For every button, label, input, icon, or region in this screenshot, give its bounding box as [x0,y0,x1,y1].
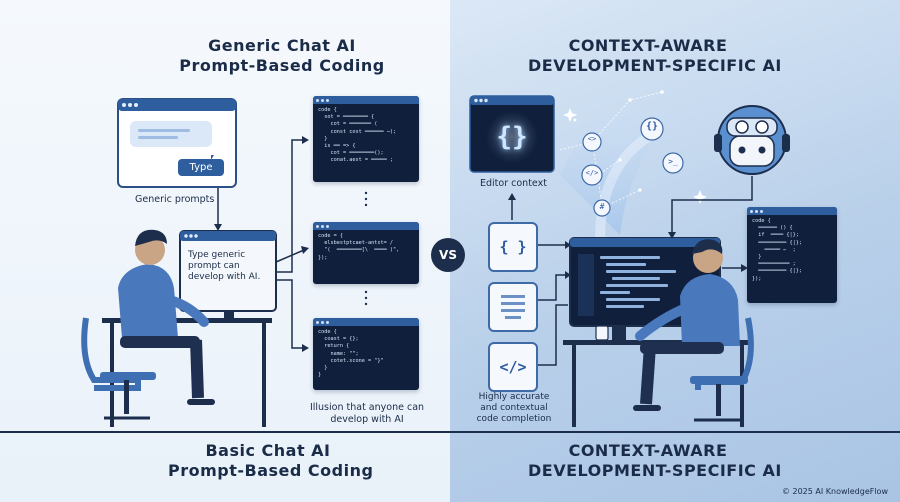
code-snippet-3: code { coast = {}; return { name: ""; co… [313,318,419,390]
monitor-prompt-text: Type generic prompt can develop with AI. [188,250,261,282]
window-bar [313,96,419,104]
window-bar [747,207,837,215]
closing-tag-glyph-icon: </> [585,169,599,177]
code-braces-icon: {} [496,122,528,152]
right-bottom-title: CONTEXT-AWARE DEVELOPMENT-SPECIFIC AI [528,441,782,481]
left-bottom-title-line2: Prompt-Based Coding [168,461,374,480]
right-top-title-line1: CONTEXT-AWARE [568,36,728,55]
window-bar [313,318,419,326]
right-top-title-line2: DEVELOPMENT-SPECIFIC AI [528,56,782,75]
right-bottom-title-line2: DEVELOPMENT-SPECIFIC AI [528,461,782,480]
editor-context-caption: Editor context [480,178,547,189]
bottom-divider [0,431,900,433]
code-file-icon: </> [488,342,538,392]
code-snippet-right: code { ━━━━━━ () { if ━━━━ {|}; ━━━━━━━━… [747,207,837,303]
json-file-icon: { } [488,222,538,272]
generic-prompts-caption: Generic prompts [135,194,215,205]
illusion-caption: Illusion that anyone can develop with AI [302,402,432,426]
robot-assistant [714,105,790,175]
right-top-title: CONTEXT-AWARE DEVELOPMENT-SPECIFIC AI [528,36,782,76]
hash-glyph-icon: # [599,202,605,211]
braces-glyph-icon: {} [645,121,659,132]
text-file-icon [488,282,538,332]
left-bottom-title-line1: Basic Chat AI [205,441,331,460]
tag-glyph-icon: <> [587,135,597,143]
left-bottom-title: Basic Chat AI Prompt-Based Coding [168,441,374,481]
terminal-glyph-icon: >_ [668,157,678,166]
completion-caption-line2: and contextual [480,403,548,413]
completion-caption-line1: Highly accurate [478,392,550,402]
type-button[interactable]: Type [178,159,224,176]
code-text: code { sot = ━━━━━━━━ { cot = ━━━━━━━ ( … [318,107,397,164]
window-bar [313,222,419,230]
person-left [81,229,277,427]
code-text: code = { elsbestptcaet-antst= / "( ━━━━━… [318,233,400,261]
editor-context-panel [469,95,555,173]
code-text: code { ━━━━━━ () { if ━━━━ {|}; ━━━━━━━━… [752,218,802,282]
code-text: code { coast = {}; return { name: ""; co… [318,329,384,379]
person-right [563,237,754,427]
left-top-title: Generic Chat AI Prompt-Based Coding [160,36,404,76]
right-bottom-title-line1: CONTEXT-AWARE [568,441,728,460]
copyright-text: © 2025 AI KnowledgeFlow [781,487,888,496]
left-top-title-line1: Generic Chat AI [208,36,356,55]
code-snippet-1: code { sot = ━━━━━━━━ { cot = ━━━━━━━ ( … [313,96,419,182]
illusion-caption-line2: develop with AI [330,414,404,425]
code-snippet-2: code = { elsbestptcaet-antst= / "( ━━━━━… [313,222,419,284]
completion-caption-line3: code completion [476,414,552,424]
illusion-caption-line1: Illusion that anyone can [309,402,425,413]
left-top-title-line2: Prompt-Based Coding [179,56,385,75]
completion-caption: Highly accurate and contextual code comp… [466,392,562,425]
vs-badge: VS [431,238,465,272]
